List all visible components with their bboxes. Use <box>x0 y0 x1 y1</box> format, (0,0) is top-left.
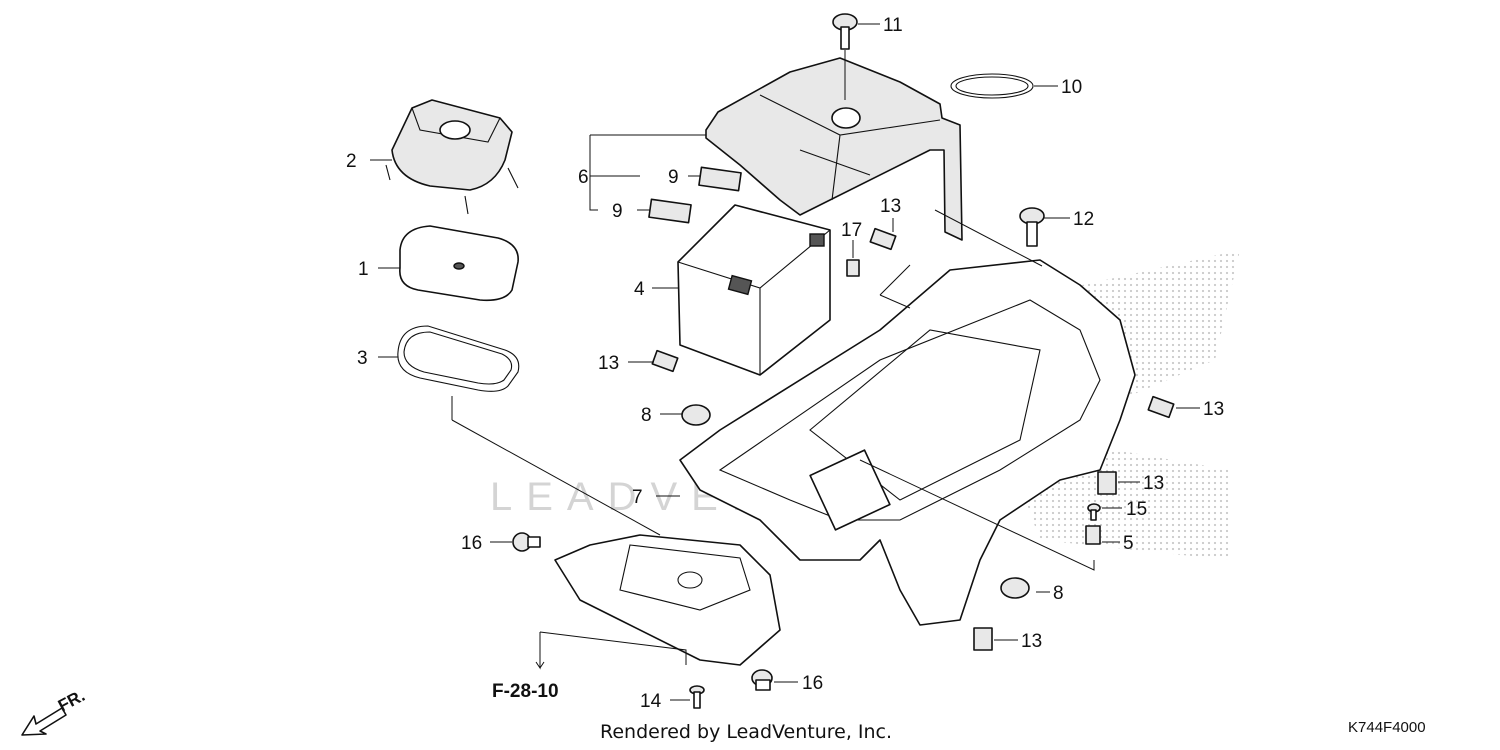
callouts: 2 1 3 6 9 9 4 13 8 7 16 11 10 12 13 17 1… <box>346 15 1224 712</box>
part-13c-nut[interactable] <box>1147 395 1175 419</box>
lower-tray[interactable] <box>554 534 781 666</box>
callout-7: 7 <box>632 487 643 508</box>
part-5-clip[interactable] <box>1085 525 1101 545</box>
part-13d-nut[interactable] <box>1097 471 1117 495</box>
part-13a-nut[interactable] <box>869 227 897 251</box>
callout-9a: 9 <box>668 167 679 188</box>
callout-13b: 13 <box>598 353 619 374</box>
leader-lines <box>370 23 1200 701</box>
part-6-battery-cover[interactable] <box>705 57 963 241</box>
callout-11: 11 <box>883 15 903 36</box>
callout-15: 15 <box>1126 499 1147 520</box>
callout-9b: 9 <box>612 201 623 222</box>
callout-16a: 16 <box>461 533 482 554</box>
callout-12: 12 <box>1073 209 1094 230</box>
callout-2: 2 <box>346 151 357 172</box>
part-9b-pad[interactable] <box>648 198 692 224</box>
callout-16b: 16 <box>802 673 823 694</box>
part-10-ring[interactable] <box>950 73 1034 99</box>
part-11-screw[interactable] <box>832 13 858 50</box>
callout-13e: 13 <box>1021 631 1042 652</box>
callout-13d: 13 <box>1143 473 1164 494</box>
part-4-battery[interactable] <box>677 204 831 376</box>
credit-text: Rendered by LeadVenture, Inc. <box>600 721 892 743</box>
callout-13c: 13 <box>1203 399 1224 420</box>
part-16a-clip[interactable] <box>512 532 541 552</box>
part-14-screw[interactable] <box>689 685 705 709</box>
callout-14: 14 <box>640 691 662 712</box>
part-16b-clip[interactable] <box>751 669 773 691</box>
callout-4: 4 <box>634 279 645 300</box>
callout-13a: 13 <box>880 196 901 217</box>
part-2-cover[interactable] <box>385 99 519 215</box>
part-8b-grommet[interactable] <box>1000 577 1030 599</box>
part-3-gasket[interactable] <box>397 325 520 392</box>
part-12-bolt[interactable] <box>1019 207 1045 247</box>
callout-5: 5 <box>1123 533 1134 554</box>
callout-10: 10 <box>1061 77 1082 98</box>
front-arrow-icon <box>21 707 67 736</box>
diagram-code: K744F4000 <box>1348 719 1426 736</box>
part-9a-pad[interactable] <box>698 166 742 192</box>
part-7-battery-case[interactable] <box>679 259 1136 626</box>
callout-1: 1 <box>358 259 369 280</box>
callout-6: 6 <box>578 167 589 188</box>
part-13e-nut[interactable] <box>973 627 993 651</box>
part-8a-grommet[interactable] <box>681 404 711 426</box>
callout-17: 17 <box>841 220 862 241</box>
part-15-screw[interactable] <box>1087 503 1101 521</box>
reference-label[interactable]: F-28-10 <box>492 681 559 702</box>
part-17-clip[interactable] <box>846 259 860 277</box>
callout-8a: 8 <box>641 405 652 426</box>
part-13b-nut[interactable] <box>651 349 679 373</box>
part-1-filter[interactable] <box>399 225 519 302</box>
callout-8b: 8 <box>1053 583 1064 604</box>
callout-3: 3 <box>357 348 368 369</box>
